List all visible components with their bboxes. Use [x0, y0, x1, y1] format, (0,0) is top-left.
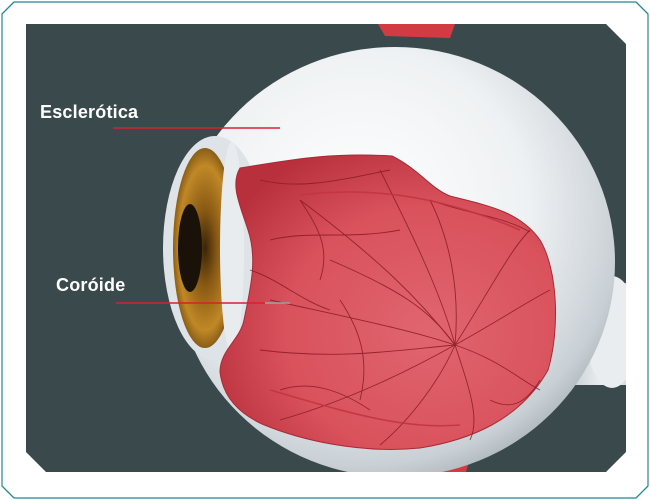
coroide-label: Coróide	[56, 275, 126, 295]
esclerotica-label: Esclerótica	[40, 102, 139, 122]
choroid-vessels	[249, 169, 551, 446]
pupil	[178, 204, 202, 292]
choroid	[219, 154, 557, 450]
iris	[173, 148, 237, 348]
